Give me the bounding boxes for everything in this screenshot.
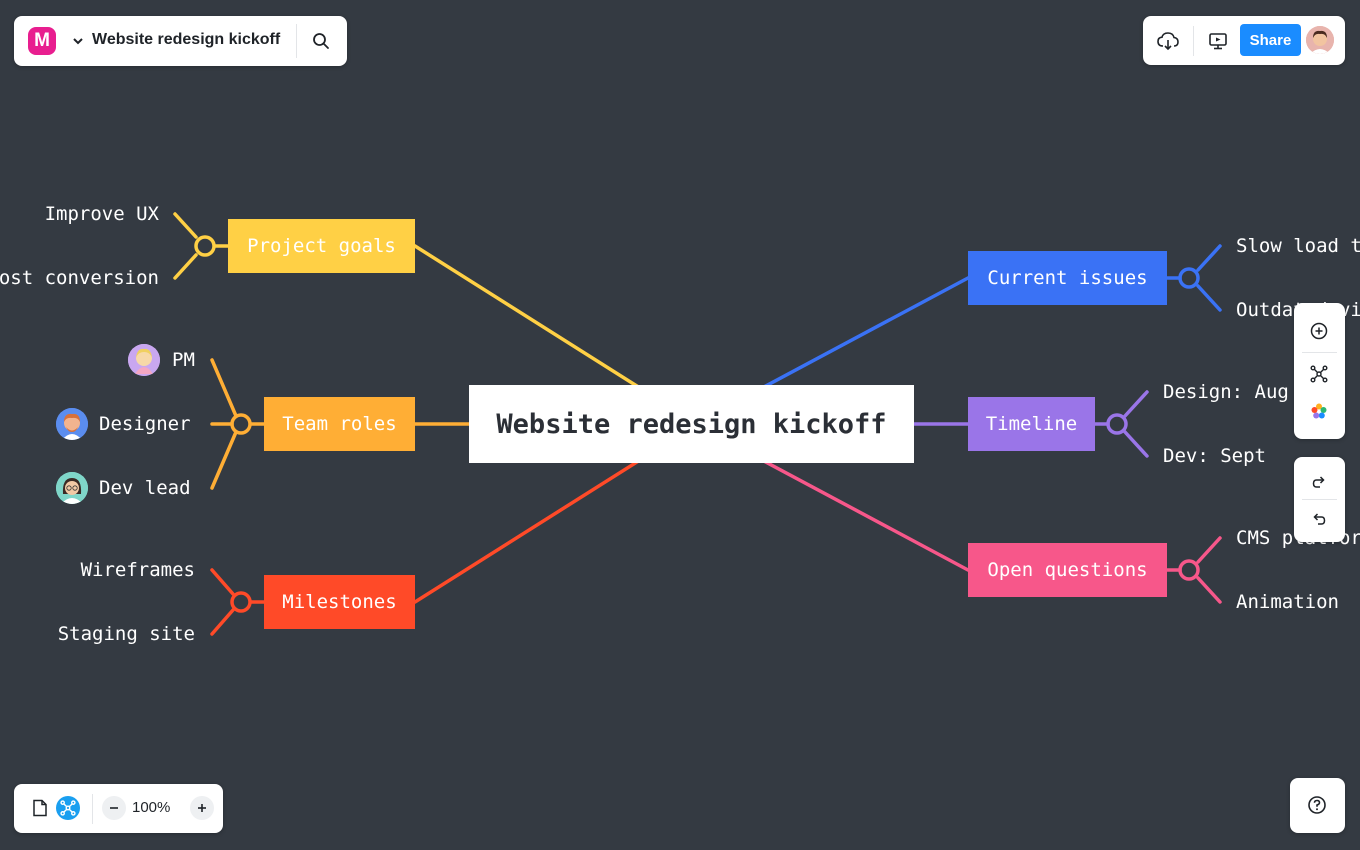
add-icon[interactable] [1307, 319, 1331, 343]
branch-open-questions[interactable]: Open questions [968, 543, 1167, 597]
avatar-dev-lead [56, 472, 88, 504]
mindmap-view-icon[interactable] [56, 796, 80, 820]
board-title[interactable]: Website redesign kickoff [92, 31, 281, 48]
cloud-download-icon[interactable] [1155, 28, 1181, 54]
connector-leaves-milestones [210, 568, 235, 636]
help-icon[interactable] [1305, 793, 1329, 817]
connector-open-questions [760, 458, 970, 572]
connector-project-goals [413, 244, 642, 390]
side-toolbar [1294, 303, 1345, 439]
divider [1302, 499, 1337, 500]
branch-project-goals[interactable]: Project goals [228, 219, 415, 273]
connector-milestones [413, 458, 642, 604]
zoom-in-icon[interactable] [190, 796, 214, 820]
divider [1193, 26, 1194, 56]
leaf-staging-site[interactable]: Staging site [57, 623, 195, 645]
app-logo[interactable]: M [28, 27, 56, 55]
junction-open-questions [1178, 559, 1200, 581]
redo-icon[interactable] [1307, 470, 1331, 494]
connector-leaves-open-questions [1196, 536, 1222, 604]
leaf-dev-lead[interactable]: Dev lead [99, 477, 191, 499]
connector-leaves-current-issues [1196, 244, 1222, 312]
history-toolbar [1294, 457, 1345, 542]
connector-leaves-team-roles [210, 358, 238, 490]
leaf-wireframes[interactable]: Wireframes [80, 559, 195, 581]
share-button[interactable]: Share [1240, 24, 1301, 56]
zoom-level[interactable]: 100% [132, 799, 171, 816]
junction-current-issues [1178, 267, 1200, 289]
search-icon[interactable] [309, 29, 333, 53]
connector-leaves-project-goals [173, 212, 198, 280]
board-actions: Share [1143, 16, 1345, 65]
divider [92, 794, 93, 824]
user-avatar[interactable] [1306, 26, 1334, 54]
branch-milestones[interactable]: Milestones [264, 575, 415, 629]
leaf-animation[interactable]: Animation [1236, 591, 1339, 613]
leaf-pm[interactable]: PM [172, 349, 195, 371]
avatar-designer [56, 408, 88, 440]
avatar-pm [128, 344, 160, 376]
connector-current-issues [760, 276, 970, 390]
page-icon[interactable] [28, 796, 52, 820]
junction-timeline [1106, 413, 1128, 435]
divider [1302, 352, 1337, 353]
mindmap-icon[interactable] [1307, 362, 1331, 386]
connector-leaves-timeline [1123, 390, 1149, 458]
central-topic-node[interactable]: Website redesign kickoff [469, 385, 914, 463]
junction-milestones [230, 591, 252, 613]
undo-icon[interactable] [1307, 507, 1331, 531]
leaf-design-aug[interactable]: Design: Aug [1163, 381, 1289, 403]
divider [296, 24, 297, 58]
board-header: M Website redesign kickoff [14, 16, 347, 66]
present-icon[interactable] [1205, 28, 1231, 54]
color-palette-icon[interactable] [1307, 399, 1331, 423]
zoom-out-icon[interactable] [102, 796, 126, 820]
leaf-boost-conversion[interactable]: Boost conversion [0, 267, 159, 289]
branch-current-issues[interactable]: Current issues [968, 251, 1167, 305]
branch-team-roles[interactable]: Team roles [264, 397, 415, 451]
leaf-designer[interactable]: Designer [99, 413, 191, 435]
branch-timeline[interactable]: Timeline [968, 397, 1095, 451]
leaf-improve-ux[interactable]: Improve UX [44, 203, 159, 225]
leaf-dev-sept[interactable]: Dev: Sept [1163, 445, 1266, 467]
junction-team-roles [230, 413, 252, 435]
junction-project-goals [194, 235, 216, 257]
leaf-slow-load-times[interactable]: Slow load times [1236, 235, 1360, 257]
help-button[interactable] [1290, 778, 1345, 833]
chevron-down-icon[interactable] [72, 34, 84, 52]
view-controls: 100% [14, 784, 223, 833]
